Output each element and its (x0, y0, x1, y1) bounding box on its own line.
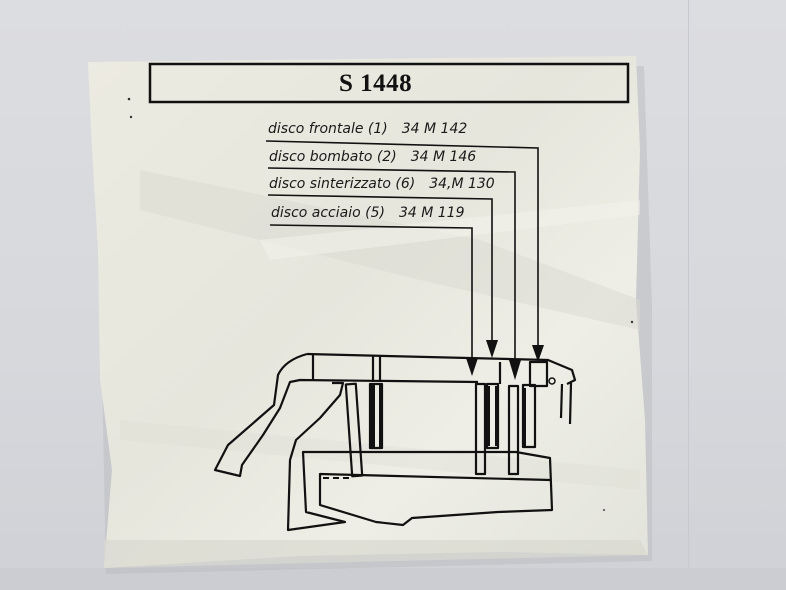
part-code: 34 M 119 (398, 205, 465, 221)
part-label-frontale: disco frontale (1) 34 M 142 (268, 121, 467, 137)
part-name: disco bombato (2) (269, 149, 397, 165)
part-label-acciaio: disco acciaio (5) 34 M 119 (271, 205, 464, 221)
background-floor (0, 568, 786, 590)
part-name: disco frontale (1) (268, 121, 388, 137)
document-title: S 1448 (339, 70, 413, 97)
part-code: 34 M 146 (410, 149, 477, 165)
part-code: 34 M 142 (401, 121, 468, 137)
background-seam (688, 0, 689, 590)
part-label-bombato: disco bombato (2) 34 M 146 (269, 149, 476, 165)
part-code: 34,M 130 (429, 176, 495, 192)
part-name: disco acciaio (5) (271, 205, 385, 221)
part-name: disco sinterizzato (6) (269, 176, 416, 192)
part-label-sinterizzato: disco sinterizzato (6) 34,M 130 (269, 176, 495, 192)
